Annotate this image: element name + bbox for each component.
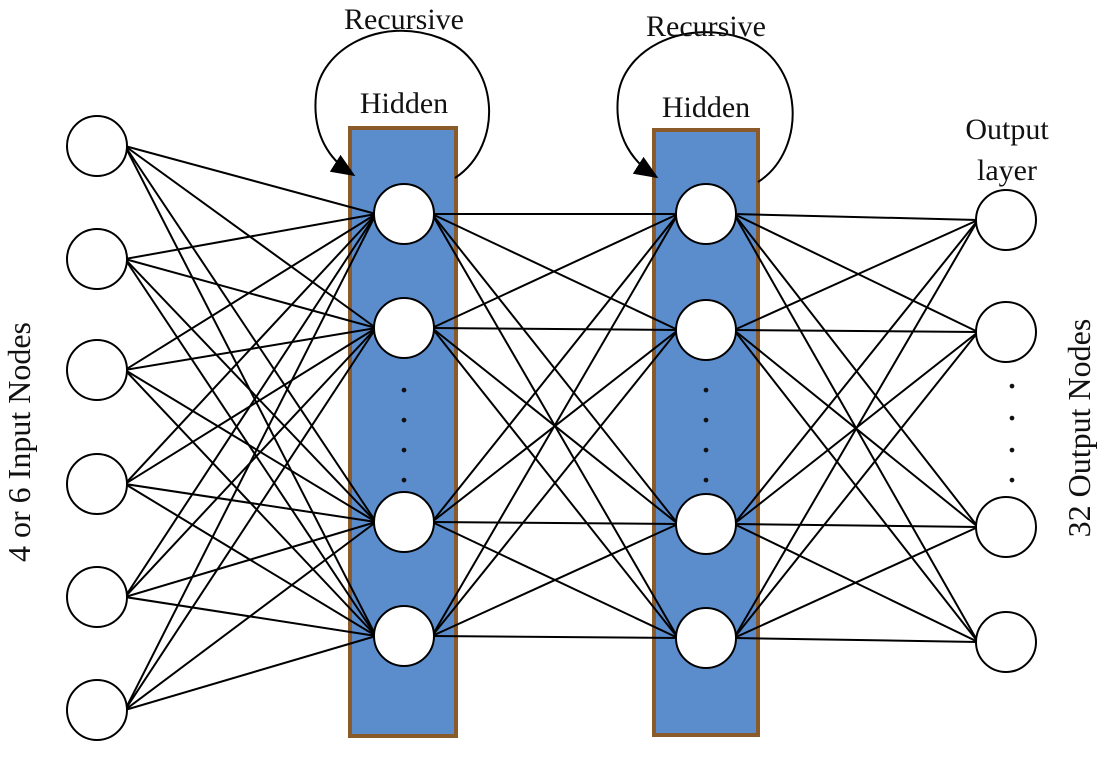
svg-text:.: . — [1007, 384, 1017, 429]
input-node — [66, 679, 128, 741]
connection-line — [124, 213, 377, 260]
recursive-label-1: Recursive — [344, 3, 464, 36]
connection-lines-over-boxes — [124, 145, 979, 711]
hidden-2-node — [675, 299, 737, 361]
hidden-1-node — [373, 297, 435, 359]
connection-line — [733, 331, 979, 639]
hidden-1-node — [373, 491, 435, 553]
connection-line — [124, 213, 377, 371]
output-nodes-label: 32 Output Nodes — [1061, 319, 1097, 538]
output-node — [975, 301, 1037, 363]
nodes — [66, 115, 1037, 741]
connection-line — [733, 219, 979, 639]
connection-line — [733, 213, 979, 221]
svg-text:.: . — [1007, 416, 1017, 461]
connection-line — [431, 327, 679, 331]
connection-line — [124, 635, 377, 711]
input-node — [66, 115, 128, 177]
svg-text:.: . — [399, 356, 409, 401]
connection-line — [733, 329, 979, 333]
hidden-2-node — [675, 493, 737, 555]
hidden-2-node — [675, 183, 737, 245]
svg-text:.: . — [1007, 446, 1017, 491]
connection-line — [733, 526, 979, 639]
connection-line — [124, 521, 377, 598]
connection-line — [124, 258, 377, 637]
svg-text:.: . — [399, 416, 409, 461]
hidden-label-1: Hidden — [360, 87, 448, 120]
input-node — [66, 566, 128, 628]
connection-line — [124, 327, 377, 711]
recursive-loop-arrow-2 — [616, 31, 794, 183]
connection-line — [124, 258, 377, 523]
hidden-label-2: Hidden — [662, 91, 750, 124]
svg-text:.: . — [701, 446, 711, 491]
connection-line — [733, 219, 979, 525]
connection-line — [733, 213, 979, 333]
output-layer-ellipsis: . . . . — [1007, 352, 1017, 491]
recursive-loop-arrow-1 — [314, 29, 491, 179]
svg-text:.: . — [701, 356, 711, 401]
connection-line — [431, 213, 679, 329]
svg-text:.: . — [1007, 352, 1017, 397]
hidden-1-node — [373, 183, 435, 245]
input-node — [66, 453, 128, 515]
connection-line — [124, 483, 377, 523]
output-node — [975, 611, 1037, 673]
recursive-label-2: Recursive — [646, 10, 766, 43]
connection-line — [124, 145, 377, 523]
connection-line — [124, 258, 377, 329]
connection-line — [124, 521, 377, 711]
svg-text:.: . — [701, 386, 711, 431]
hidden-2-node — [675, 607, 737, 669]
svg-text:.: . — [399, 386, 409, 431]
connection-line — [431, 213, 679, 523]
connection-line — [431, 523, 679, 637]
input-node — [66, 228, 128, 290]
connection-line — [124, 213, 377, 711]
svg-text:.: . — [701, 416, 711, 461]
connection-line — [733, 219, 979, 331]
connection-line — [124, 213, 377, 598]
input-nodes-label: 4 or 6 Input Nodes — [1, 322, 37, 562]
input-node — [66, 339, 128, 401]
connection-line — [431, 213, 679, 637]
hidden-layer-1-ellipsis: . . . . — [399, 356, 409, 491]
connection-line — [124, 145, 377, 215]
connection-line — [431, 635, 679, 639]
hidden-layer-2-ellipsis: . . . . — [701, 356, 711, 491]
connection-line — [124, 369, 377, 523]
connection-line — [124, 213, 377, 485]
output-layer-label-line2: layer — [977, 154, 1037, 187]
connection-line — [733, 523, 979, 528]
connection-line — [733, 637, 979, 643]
output-node — [975, 189, 1037, 251]
connection-line — [431, 521, 679, 525]
connection-line — [431, 329, 679, 637]
svg-text:.: . — [399, 446, 409, 491]
output-node — [975, 496, 1037, 558]
output-layer-label-line1: Output — [965, 113, 1049, 146]
hidden-1-node — [373, 605, 435, 667]
